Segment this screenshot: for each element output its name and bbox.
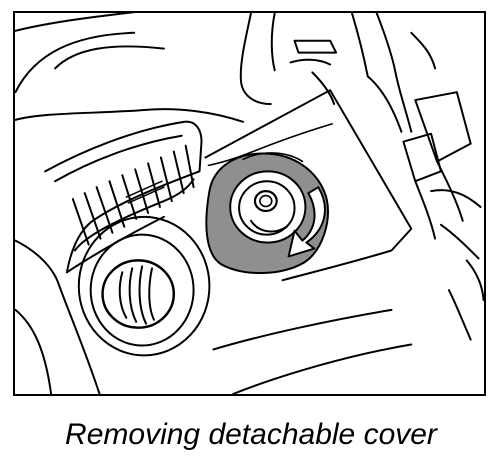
dashboard-illustration	[15, 13, 484, 394]
panel-plate	[204, 89, 413, 282]
figure-caption: Removing detachable cover	[65, 418, 437, 451]
steering-column	[239, 13, 437, 133]
illustration-frame	[13, 11, 486, 396]
detachable-cover	[205, 152, 329, 275]
round-switch	[77, 215, 211, 357]
dashboard-upper-contour	[15, 13, 245, 123]
curved-arrow-icon	[287, 186, 326, 258]
console-edge	[15, 239, 413, 394]
air-vent	[44, 120, 203, 274]
right-lever	[402, 91, 484, 341]
